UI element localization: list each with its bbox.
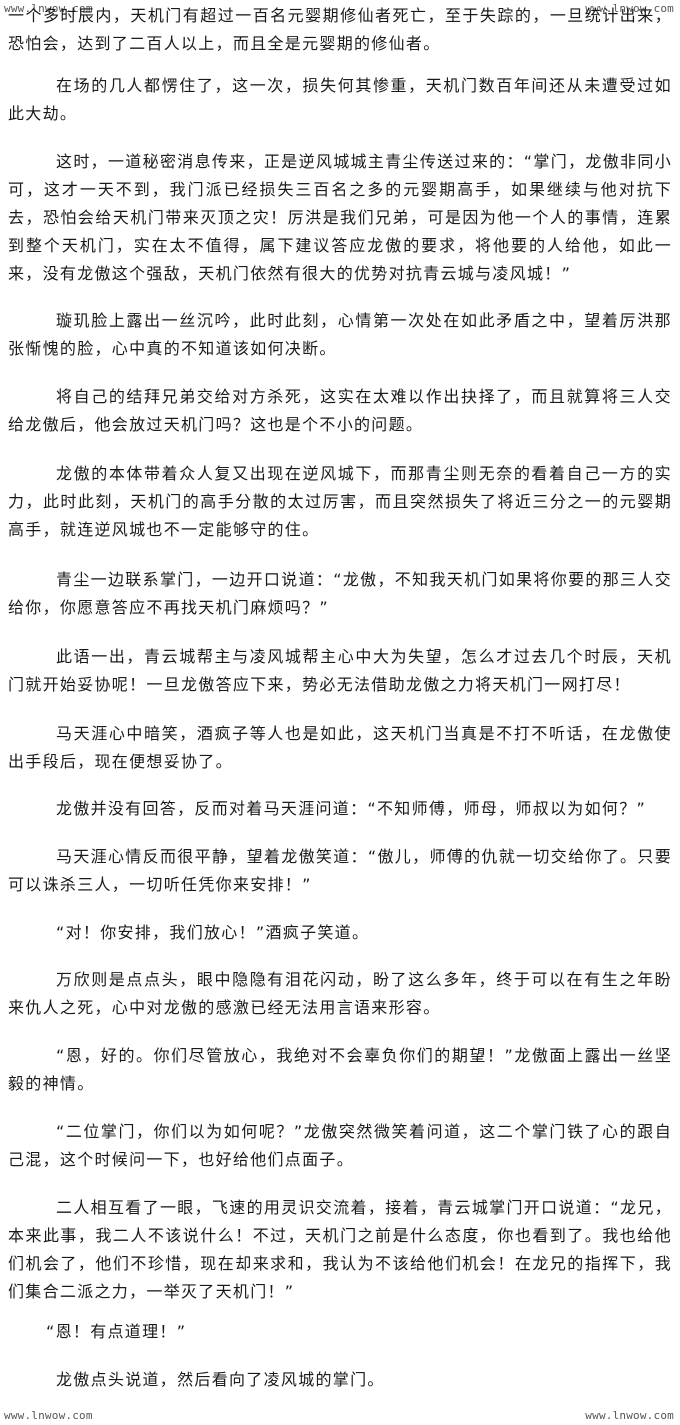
paragraph: “恩！有点道理！” [46,1322,187,1341]
watermark-bottom-left: www.lnwow.com [2,1409,95,1423]
paragraph: 马天涯心中暗笑，酒疯子等人也是如此，这天机门当真是不打不听话，在龙傲使出手段后，… [8,724,672,771]
paragraph: 二人相互看了一眼，飞速的用灵识交流着，接着，青云城掌门开口说道：“龙兄，本来此事… [8,1198,672,1301]
watermark-top-right: www.lnwow.com [583,2,676,16]
paragraph: 龙傲的本体带着众人复又出现在逆风城下，而那青尘则无奈的看着自己一方的实力，此时此… [8,464,672,539]
watermark-bottom-right: www.lnwow.com [583,1409,676,1423]
paragraph: 龙傲并没有回答，反而对着马天涯问道：“不知师傅，师母，师叔以为如何？” [56,799,647,818]
paragraph: “二位掌门，你们以为如何呢？”龙傲突然微笑着问道，这二个掌门铁了心的跟自己混，这… [8,1122,672,1169]
paragraph: 马天涯心情反而很平静，望着龙傲笑道：“傲儿，师傅的仇就一切交给你了。只要可以诛杀… [8,847,672,894]
paragraph: “对！你安排，我们放心！”酒疯子笑道。 [56,923,370,942]
paragraph: 在场的几人都愣住了，这一次，损失何其惨重，天机门数百年间还从未遭受过如此大劫。 [8,76,672,123]
paragraph: 龙傲点头说道，然后看向了凌风城的掌门。 [56,1370,385,1389]
paragraph: 万欣则是点点头，眼中隐隐有泪花闪动，盼了这么多年，终于可以在有生之年盼来仇人之死… [8,970,672,1017]
paragraph: 璇玑脸上露出一丝沉吟，此时此刻，心情第一次处在如此矛盾之中，望着厉洪那张惭愧的脸… [8,311,672,358]
paragraph: 一个多时辰内，天机门有超过一百名元婴期修仙者死亡，至于失踪的，一旦统计出来，恐怕… [8,6,672,53]
paragraph: 将自己的结拜兄弟交给对方杀死，这实在太难以作出抉择了，而且就算将三人交给龙傲后，… [8,387,672,434]
paragraph: 青尘一边联系掌门，一边开口说道：“龙傲，不知我天机门如果将你要的那三人交给你，你… [8,570,672,617]
paragraph: “恩，好的。你们尽管放心，我绝对不会辜负你们的期望！”龙傲面上露出一丝坚毅的神情… [8,1046,672,1093]
watermark-top-left: www.lnwow.com [2,2,95,16]
paragraph: 这时，一道秘密消息传来，正是逆风城城主青尘传送过来的：“掌门，龙傲非同小可，这才… [8,152,672,283]
paragraph: 此语一出，青云城帮主与凌风城帮主心中大为失望，怎么才过去几个时辰，天机门就开始妥… [8,647,672,694]
